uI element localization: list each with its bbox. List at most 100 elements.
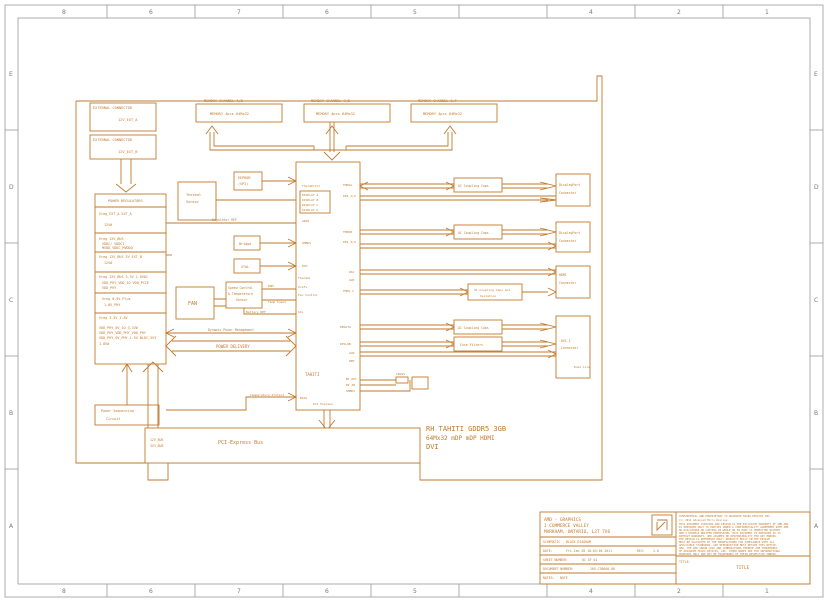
- svg-text:IS PROVIDED ONLY TO PARTIES UN: IS PROVIDED ONLY TO PARTIES UNDER A CONF…: [679, 525, 790, 529]
- col-marker: 8: [62, 588, 66, 595]
- row-marker: A: [9, 523, 14, 530]
- svg-text:DOCUMENT NUMBER:: DOCUMENT NUMBER:: [543, 567, 574, 571]
- company-line: 1 COMMERCE VALLEY: [544, 523, 589, 529]
- svg-text:DISPLAY A: DISPLAY A: [302, 193, 318, 197]
- svg-text:1.8V_PHY: 1.8V_PHY: [104, 303, 120, 307]
- svg-text:Vreg_EXT_A EXT_A: Vreg_EXT_A EXT_A: [99, 212, 132, 216]
- svg-text:VDD_PHY_VDD_IO VDD_PCIE: VDD_PHY_VDD_IO VDD_PCIE: [102, 281, 149, 285]
- svg-text:TITLE:: TITLE:: [679, 560, 691, 564]
- amd-logo: [656, 519, 668, 532]
- row-marker: D: [814, 184, 819, 191]
- svg-text:Connector: Connector: [559, 239, 576, 243]
- svg-text:AUX: AUX: [349, 278, 355, 282]
- svg-text:MVDD_VDDC_MVDDQ: MVDD_VDDC_MVDDQ: [102, 246, 133, 250]
- fuse-filters: Fuse Filters: [453, 336, 503, 352]
- row-markers: E D C B A E D C B A: [5, 71, 823, 530]
- svg-text:DPDATA: DPDATA: [340, 325, 351, 329]
- svg-text:DVI-I: DVI-I: [561, 339, 571, 343]
- svg-text:AC Coupling Caps: AC Coupling Caps: [458, 326, 489, 330]
- svg-text:DISPLAY C: DISPLAY C: [302, 203, 318, 207]
- power-arrows: Regulator REF Dynamic Power Management P…: [164, 218, 298, 357]
- svg-text:AC Coupling Caps and: AC Coupling Caps and: [474, 288, 510, 292]
- svg-text:NO DISCLOSURE OR COPYING IN WH: NO DISCLOSURE OR COPYING IN WHOLE OR IN …: [679, 528, 781, 532]
- memory-channel-ab: MEMORY CHANNEL A/B MEMORY 4pcs 64Mx32: [195, 99, 283, 123]
- svg-text:Fan Control: Fan Control: [298, 293, 318, 297]
- svg-text:Thermal: Thermal: [298, 276, 311, 280]
- svg-text:Isolation: Isolation: [480, 294, 496, 298]
- svg-text:REV:: REV:: [637, 549, 645, 553]
- col-marker: 7: [237, 9, 241, 16]
- external-connector-a: EXTERNAL CONNECTOR 12V_EXT_A: [89, 102, 157, 132]
- memory-body: MEMORY 4pcs 64Mx32: [210, 112, 249, 116]
- memory-title: MEMORY CHANNEL E/F: [418, 99, 457, 103]
- svg-text:Dynamic Power Management: Dynamic Power Management: [208, 328, 254, 332]
- svg-text:& Temperature: & Temperature: [228, 292, 253, 296]
- memory-title: MEMORY CHANNEL A/B: [204, 99, 243, 103]
- svg-text:64Mx32 mDP mDP HDMI: 64Mx32 mDP mDP HDMI: [426, 435, 495, 442]
- fan-control: Speed Control & Temperature Sensor: [225, 281, 263, 309]
- memory-body: MEMORY 4pcs 64Mx32: [316, 112, 355, 116]
- svg-text:Vreg 0.9V_Plus: Vreg 0.9V_Plus: [102, 297, 131, 301]
- col-marker: 2: [677, 9, 681, 16]
- svg-text:TMDSB: TMDSB: [343, 230, 352, 234]
- svg-text:1.0: 1.0: [653, 549, 659, 553]
- row-marker: C: [9, 297, 13, 304]
- svg-text:POWER DELIVERY: POWER DELIVERY: [216, 344, 250, 349]
- row-marker: E: [814, 71, 818, 78]
- svg-text:01 OF 01: 01 OF 01: [582, 558, 597, 562]
- row-marker: C: [814, 297, 818, 304]
- svg-text:XTAL: XTAL: [241, 265, 249, 269]
- svg-text:Vrefs: Vrefs: [298, 285, 307, 289]
- col-marker: 6: [325, 9, 329, 16]
- external-connector-b: EXTERNAL CONNECTOR 12V_EXT_B: [89, 134, 157, 160]
- svg-text:HPD: HPD: [349, 359, 355, 363]
- svg-text:Connector: Connector: [559, 281, 576, 285]
- xtal: XTAL: [233, 258, 261, 274]
- displayport-connector-2: DisplayPort Connector: [555, 221, 591, 253]
- svg-text:NOTES:: NOTES:: [543, 576, 555, 580]
- col-marker: 2: [677, 588, 681, 595]
- svg-text:VDD_PHY_0V_IO 3.3V#: VDD_PHY_0V_IO 3.3V#: [99, 326, 139, 330]
- power-regulators: POWER REGULATORS Vreg_EXT_A EXT_A 12V# V…: [94, 193, 167, 365]
- column-markers: 8 6 7 6 5 4 2 1 8 6 7 6 5 4 2 1: [62, 5, 769, 597]
- col-marker: 6: [149, 588, 153, 595]
- svg-text:DAC: DAC: [349, 270, 355, 274]
- svg-text:Dual Link: Dual Link: [574, 365, 590, 369]
- xtal-link: [260, 261, 298, 271]
- svg-text:AMD'S EXPRESS WRITTEN PERMISSI: AMD'S EXPRESS WRITTEN PERMISSION. THIS D…: [679, 531, 781, 535]
- col-marker: 5: [413, 588, 417, 595]
- svg-text:12V#: 12V#: [104, 261, 113, 265]
- svg-text:Vreg 12V_BUS 3V EXT_B: Vreg 12V_BUS 3V EXT_B: [99, 255, 142, 259]
- svg-text:PURPOSES ONLY AND MAY BE TRADE: PURPOSES ONLY AND MAY BE TRADEMARKS OF T…: [679, 552, 777, 556]
- power-sequencing: Power Sequencing Circuit: [94, 404, 160, 426]
- dvi-connector: DVI-I Connector Dual Link: [555, 315, 591, 379]
- svg-text:DisplayPort: DisplayPort: [559, 183, 580, 187]
- svg-text:VDD_PHY_0V_PHY_1.5V BLDC_3V3: VDD_PHY_0V_PHY_1.5V BLDC_3V3: [99, 336, 156, 340]
- svg-text:MUST BE VALIDATED BY THE MANUF: MUST BE VALIDATED BY THE MANUFACTURER FO…: [679, 540, 775, 544]
- svg-text:DATE:: DATE:: [543, 549, 553, 553]
- pcie-power-link: [142, 361, 164, 428]
- svg-text:DPI_3/4: DPI_3/4: [343, 240, 356, 244]
- svg-text:Connector: Connector: [561, 346, 578, 350]
- svg-text:THE DESIGN IS REFERENCE ONLY.: THE DESIGN IS REFERENCE ONLY. PRODUCTS B…: [679, 537, 770, 541]
- memory-title: MEMORY CHANNEL C/D: [311, 99, 350, 103]
- svg-text:1.8V#: 1.8V#: [99, 342, 110, 346]
- svg-text:EEPROM: EEPROM: [238, 176, 250, 180]
- svg-text:WITHOUT WARRANTY. AMD ASSUMES: WITHOUT WARRANTY. AMD ASSUMES NO RESPONS…: [679, 534, 777, 538]
- eeprom: EEPROM (SPI): [233, 171, 263, 191]
- col-marker: 5: [413, 9, 417, 16]
- memory-bus: [205, 122, 457, 161]
- svg-text:VDD_PHY: VDD_PHY: [102, 286, 116, 290]
- temp-input-label: Temp Input: [268, 300, 286, 304]
- svg-text:Fri Jan 28 10:03:04 2011: Fri Jan 28 10:03:04 2011: [566, 549, 612, 553]
- hdmi-connector: HDMI Connector: [555, 265, 591, 299]
- coupling-4: AC Coupling Caps: [453, 319, 503, 335]
- svg-text:BIOS: BIOS: [300, 396, 307, 400]
- thermal-sensor: Thermal Sensor: [177, 181, 217, 221]
- svg-text:VDD_PHY_VDD_PHY_VDD_PHY: VDD_PHY_VDD_PHY_VDD_PHY: [99, 331, 146, 335]
- bridge: Bridge: [233, 235, 261, 251]
- svg-text:DVO: DVO: [302, 264, 308, 268]
- fanctrl-links: [243, 288, 296, 315]
- svg-text:DisplayPort: DisplayPort: [559, 231, 580, 235]
